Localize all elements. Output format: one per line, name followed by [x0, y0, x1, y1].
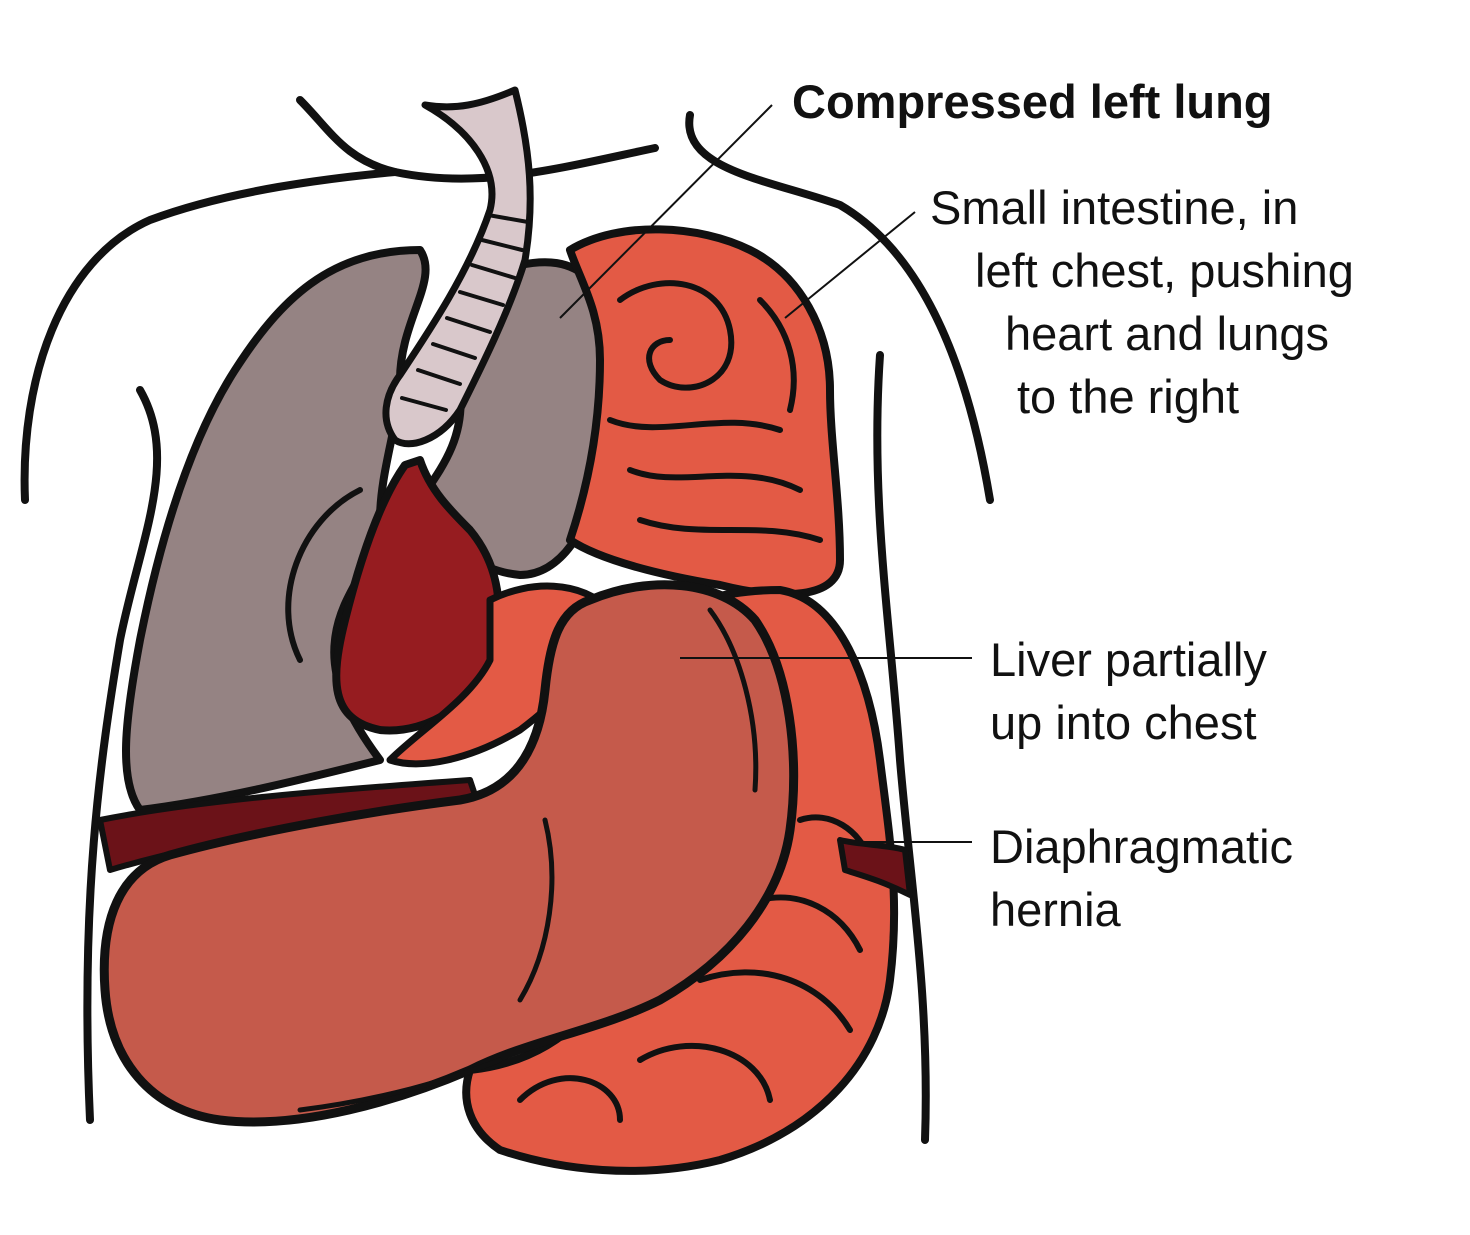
- label-small-intestine: Small intestine, in left chest, pushing …: [930, 176, 1354, 428]
- label-compressed-lung: Compressed left lung: [792, 70, 1273, 133]
- label-small-intestine-line-2: left chest, pushing: [975, 244, 1354, 297]
- trachea: [382, 86, 534, 448]
- label-small-intestine-line-4: to the right: [1017, 370, 1240, 423]
- label-small-intestine-line-1: Small intestine, in: [930, 181, 1299, 234]
- liver: [99, 580, 799, 1127]
- intestine-coils-upper: [607, 280, 823, 543]
- leader-compressed-lung: [559, 104, 773, 319]
- label-compressed-lung-text: Compressed left lung: [792, 75, 1273, 128]
- trachea-rings: [400, 213, 530, 412]
- label-liver: Liver partially up into chest: [990, 628, 1267, 754]
- diaphragm-right: [837, 837, 913, 898]
- label-hernia: Diaphragmatic hernia: [990, 815, 1293, 941]
- label-hernia-line-1: Diaphragmatic: [990, 820, 1294, 873]
- leader-lines: [559, 104, 972, 843]
- torso-outline: [20, 96, 994, 1144]
- lung-fissure: [285, 487, 363, 663]
- label-liver-line-2: up into chest: [990, 696, 1257, 749]
- label-liver-line-1: Liver partially: [990, 633, 1267, 686]
- intestine-upper: [566, 225, 844, 599]
- label-small-intestine-line-3: heart and lungs: [1005, 307, 1330, 360]
- label-hernia-line-2: hernia: [990, 883, 1121, 936]
- leader-small-intestine: [784, 211, 916, 319]
- liver-shading: [297, 607, 759, 1113]
